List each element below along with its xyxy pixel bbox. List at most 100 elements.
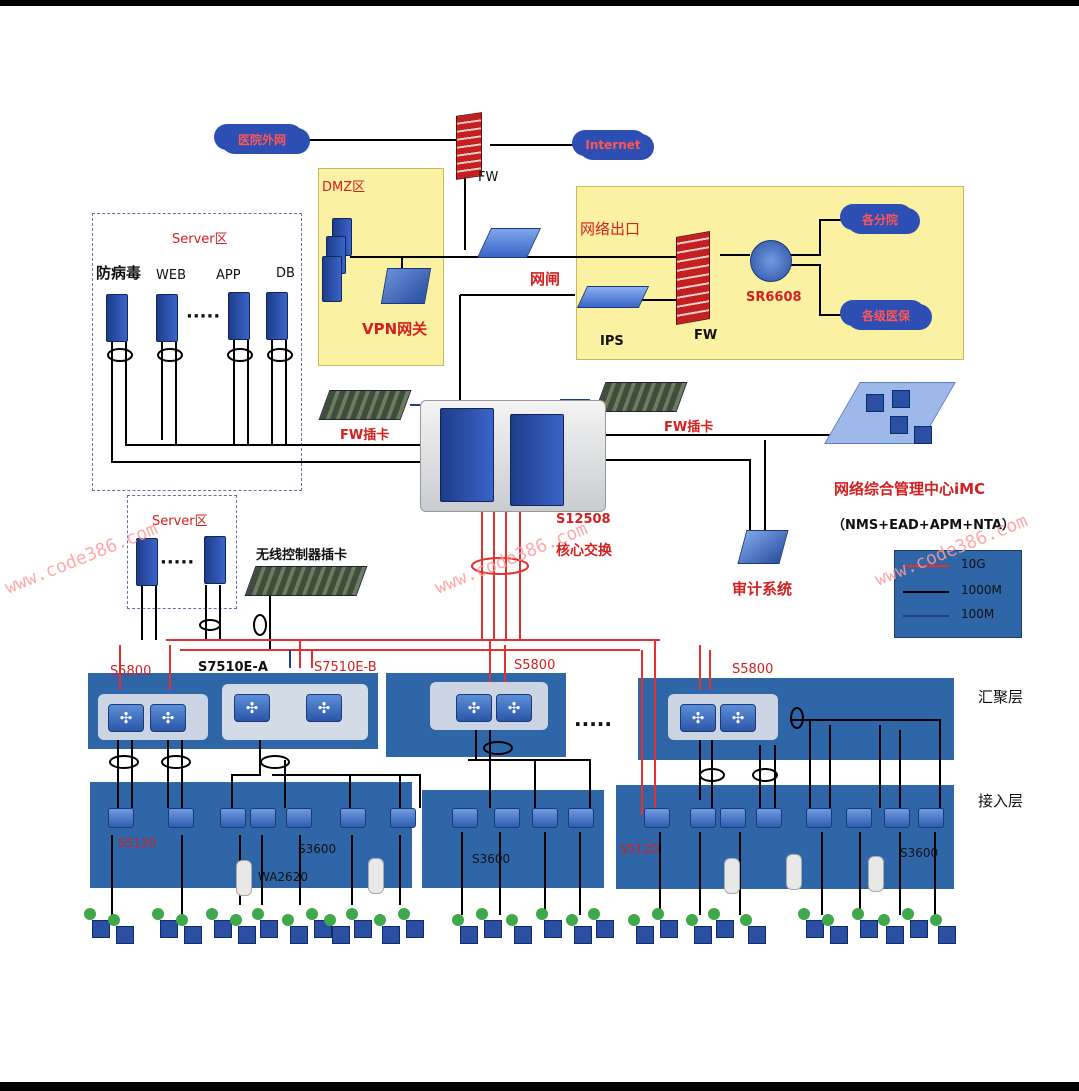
server-zone2-box (127, 495, 237, 609)
user-icon (902, 908, 914, 920)
user-icon (822, 914, 834, 926)
server-icon (322, 256, 342, 302)
access-switch-icon (286, 808, 312, 828)
computer-icon (332, 926, 350, 944)
ellipsis: ····· (186, 306, 221, 327)
access-point-icon (236, 860, 252, 896)
legend: 10G 1000M 100M (894, 550, 1022, 638)
computer-icon (866, 394, 884, 412)
computer-icon (484, 920, 502, 938)
computer-icon (806, 920, 824, 938)
access-layer-label: 接入层 (978, 792, 1024, 810)
access-point-icon (724, 858, 740, 894)
access-zone-right (616, 785, 954, 889)
exit-label: 网络出口 (580, 220, 641, 238)
s5800-a-label: S5800 (110, 664, 152, 679)
access-switch-icon (108, 808, 134, 828)
wireless-card-icon (244, 566, 368, 596)
user-icon (798, 908, 810, 920)
legend-label-1000m: 1000M (961, 583, 1002, 597)
computer-icon (938, 926, 956, 944)
user-icon (628, 914, 640, 926)
computer-icon (830, 926, 848, 944)
server-icon (156, 294, 178, 342)
access-switch-icon (168, 808, 194, 828)
user-icon (452, 914, 464, 926)
community-label: 各级医保 (861, 308, 910, 323)
wa2620-label: WA2620 (258, 870, 308, 884)
access-switch-icon (644, 808, 670, 828)
server-icon (228, 292, 250, 340)
user-icon (476, 908, 488, 920)
legend-swatch-1000m (903, 591, 949, 593)
server-zone2-label: Server区 (152, 514, 208, 529)
computer-icon (354, 920, 372, 938)
core-switch-icon (440, 408, 494, 502)
switch-icon: ✣ (496, 694, 532, 722)
access-switch-icon (568, 808, 594, 828)
user-icon (566, 914, 578, 926)
computer-icon (660, 920, 678, 938)
user-icon (506, 914, 518, 926)
user-icon (686, 914, 698, 926)
access-switch-icon (452, 808, 478, 828)
ips-label: IPS (600, 334, 624, 349)
access-switch-icon (690, 808, 716, 828)
ellipsis: ····· (160, 552, 195, 573)
switch-icon: ✣ (150, 704, 186, 732)
core-switch-icon (510, 414, 564, 506)
computer-icon (694, 926, 712, 944)
fw-card-right-label: FW插卡 (664, 420, 714, 435)
access-point-icon (368, 858, 384, 894)
user-icon (108, 914, 120, 926)
core-name-label: 核心交换 (556, 543, 612, 559)
legend-swatch-100m (903, 615, 949, 617)
switch-icon: ✣ (680, 704, 716, 732)
server-zone-label: Server区 (172, 232, 228, 247)
user-icon (878, 914, 890, 926)
s7510a-label: S7510E-A (198, 660, 268, 675)
server-zone-box (92, 213, 302, 491)
computer-icon (544, 920, 562, 938)
access-point-icon (786, 854, 802, 890)
fw-card-left-icon (318, 390, 412, 420)
remote-net-cloud: 医院外网 (220, 124, 304, 154)
computer-icon (514, 926, 532, 944)
computer-icon (596, 920, 614, 938)
fw-card-right-icon (594, 382, 688, 412)
user-icon (84, 908, 96, 920)
computer-icon (214, 920, 232, 938)
user-icon (282, 914, 294, 926)
fw-top-label: FW (478, 170, 499, 185)
switch-icon: ✣ (456, 694, 492, 722)
core-model-label: S12508 (556, 512, 611, 527)
server-icon (136, 538, 158, 586)
internet-label: Internet (585, 138, 641, 152)
s5120-b-label: S5120 (620, 842, 659, 856)
access-point-icon (868, 856, 884, 892)
db-label: DB (276, 266, 295, 281)
user-icon (930, 914, 942, 926)
user-icon (536, 908, 548, 920)
internet-cloud: Internet (578, 130, 648, 160)
access-switch-icon (250, 808, 276, 828)
user-icon (346, 908, 358, 920)
imc-sub-label: （NMS+EAD+APM+NTA） (832, 518, 1015, 533)
sr-label: SR6608 (746, 290, 802, 305)
gateway-label: 网闸 (530, 270, 561, 288)
server-icon (106, 294, 128, 342)
user-icon (852, 908, 864, 920)
server-icon (266, 292, 288, 340)
user-icon (306, 908, 318, 920)
access-switch-icon (494, 808, 520, 828)
computer-icon (748, 926, 766, 944)
computer-icon (636, 926, 654, 944)
remote-net-label: 医院外网 (237, 132, 286, 147)
computer-icon (160, 920, 178, 938)
imc-label: 网络综合管理中心iMC (834, 480, 986, 498)
branch-cloud: 各分院 (846, 204, 914, 234)
s3600-c-label: S3600 (900, 846, 939, 860)
computer-icon (184, 926, 202, 944)
computer-icon (382, 926, 400, 944)
